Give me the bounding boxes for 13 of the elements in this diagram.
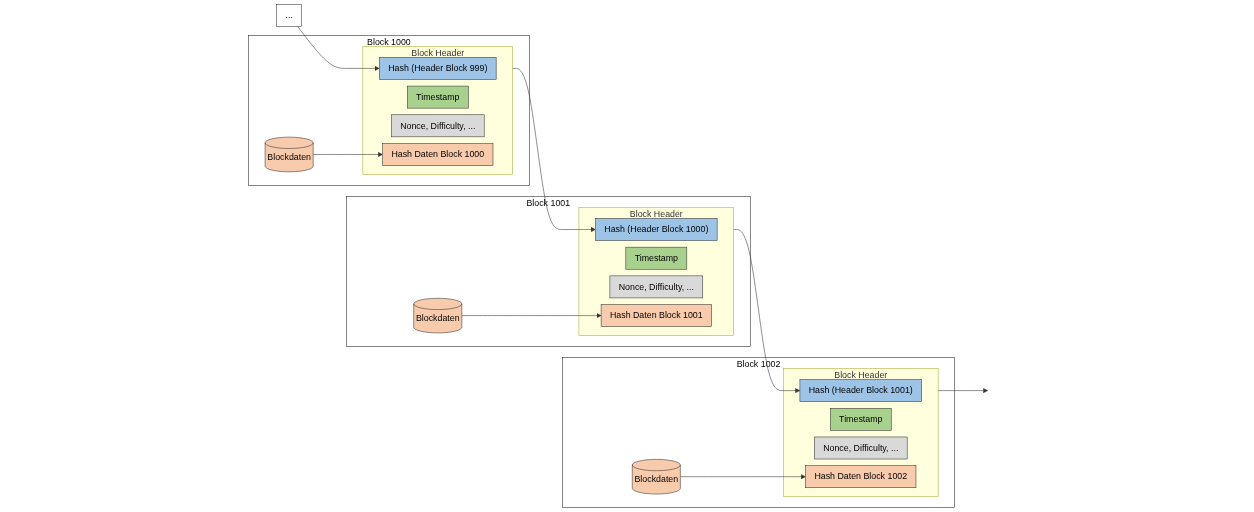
node-box: Hash Daten Block 1001 — [600, 304, 712, 327]
node-box: Nonce, Difficulty, ... — [391, 114, 485, 138]
node-box: Timestamp — [407, 85, 469, 109]
node-box: Hash (Header Block 1000) — [595, 218, 718, 241]
node-box: Hash (Header Block 999) — [379, 57, 497, 80]
node-box: Nonce, Difficulty, ... — [814, 436, 908, 460]
node-box: Hash (Header Block 1001) — [799, 379, 922, 402]
node-box: Timestamp — [830, 408, 892, 431]
node-box: Hash Daten Block 1000 — [382, 143, 494, 166]
node-box: Nonce, Difficulty, ... — [609, 275, 704, 299]
node-box: Hash Daten Block 1002 — [805, 465, 917, 488]
node-box: Timestamp — [625, 246, 688, 270]
node-box: ... — [276, 4, 302, 27]
